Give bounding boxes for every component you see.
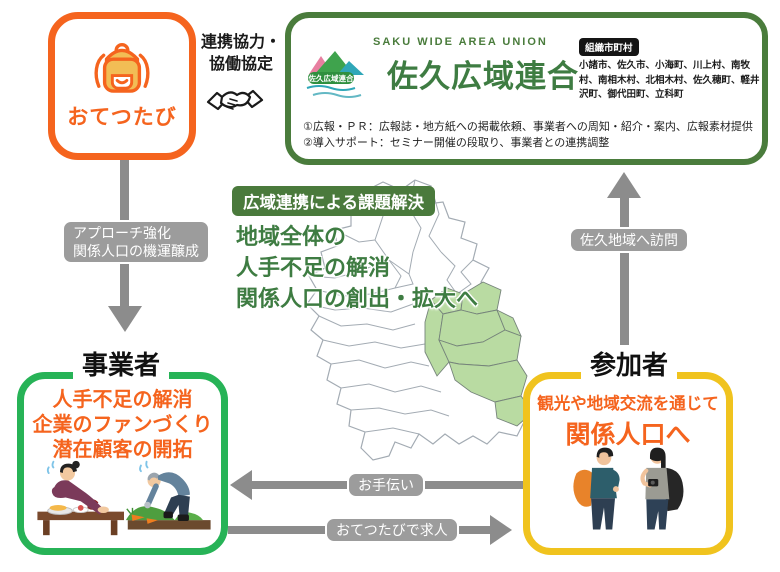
center-message-line3: 関係人口の創出・拡大へ [236,286,479,311]
help-arrow-head [230,470,252,500]
saku-union-roles: ①広報・ＰＲ：広報誌・地方紙への掲載依頼、事業者への周知・紹介・案内、広報素材提… [303,120,753,152]
business-line2: 企業のファンづくり [32,414,213,436]
approach-badge: アプローチ強化 関係人口の機運醸成 [62,220,210,264]
municipalities-list: 小諸市、佐久市、小海町、川上村、南牧村、南相木村、北相木村、佐久穂町、軽井沢町、… [579,60,760,101]
saku-logo-text: 佐久広域連合 [308,73,354,83]
business-benefits: 人手不足の解消 企業のファンづくり 潜在顧客の開拓 [24,388,221,463]
up-arrow-line [620,196,629,348]
center-message-line1: 地域全体の [236,224,347,249]
partnership-label: 連携協力・ 協働協定 [196,32,286,76]
center-issue-badge: 広域連携による課題解決 [232,186,436,216]
saku-region-map [283,176,563,477]
otetsutabi-box: おてつたび [48,12,196,160]
handshake-icon [206,80,264,127]
workers-illustration [28,458,220,543]
saku-union-box: 佐久広域連合 SAKU WIDE AREA UNION 佐久広域連合 組織市町村… [285,12,768,165]
municipalities-badge: 組織市町村 [579,38,639,56]
partnership-line1: 連携協力・ [200,34,281,51]
otetsutabi-label: おてつたび [67,106,177,129]
map-graphic [306,179,534,461]
business-title: 事業者 [73,345,170,382]
recruit-arrow-head [490,515,512,545]
center-message-line2: 人手不足の解消 [236,255,391,280]
travelers-illustration [550,444,715,541]
business-box: 人手不足の解消 企業のファンづくり 潜在顧客の開拓 [17,372,228,555]
down-arrow-head [108,306,142,332]
backpack-icon [94,42,150,93]
participant-line1: 観光や地域交流を通じて [537,395,719,413]
visit-badge: 佐久地域へ訪問 [569,227,689,253]
saku-union-en-title: SAKU WIDE AREA UNION [373,36,548,48]
participant-box: 観光や地域交流を通じて 関係人口へ [523,372,733,555]
approach-line2: 関係人口の機運醸成 [73,243,199,259]
role-line2: ②導入サポート：セミナー開催の段取り、事業者との連携調整 [303,136,610,149]
help-badge: お手伝い [347,472,425,498]
saku-union-logo-icon: 佐久広域連合 [301,46,371,109]
partnership-line2: 協働協定 [208,56,273,73]
participant-title: 参加者 [581,345,678,382]
role-line1: ①広報・ＰＲ：広報誌・地方紙への掲載依頼、事業者への周知・紹介・案内、広報素材提… [303,121,753,133]
saku-union-title: 佐久広域連合 [387,59,579,94]
participant-line2: 関係人口へ [565,421,691,449]
business-line1: 人手不足の解消 [52,389,193,411]
approach-line1: アプローチ強化 [73,225,171,241]
business-line3: 潜在顧客の開拓 [52,439,193,461]
recruit-badge: おてつたびで求人 [325,517,459,543]
center-message: 地域全体の 人手不足の解消 関係人口の創出・拡大へ [236,221,478,314]
up-arrow-head [607,172,641,198]
municipalities-block: 組織市町村 小諸市、佐久市、小海町、川上村、南牧村、南相木村、北相木村、佐久穂町… [579,38,761,103]
